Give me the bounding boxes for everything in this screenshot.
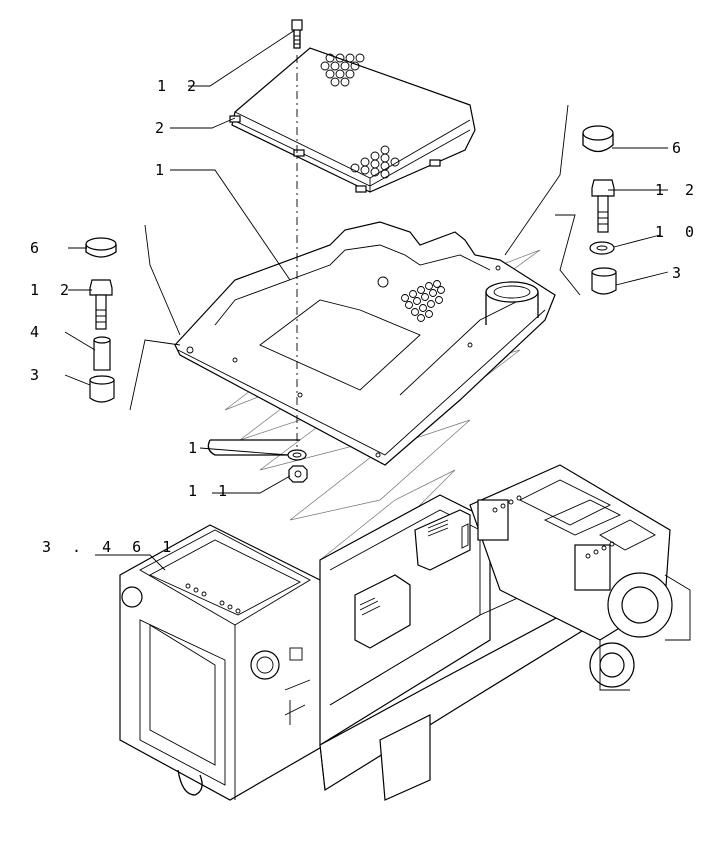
nut-center <box>288 465 308 483</box>
callout-bushing-right: 3 <box>672 264 687 282</box>
callout-cap-bolt-top: 1 2 <box>157 77 202 95</box>
leader-lines <box>64 29 669 571</box>
perforation-pattern-bottom <box>350 145 400 179</box>
callout-washer-right: 1 0 <box>655 223 700 241</box>
perforation-pattern-top <box>320 53 365 87</box>
cover-plate <box>229 47 476 193</box>
callout-bolt-left: 1 2 <box>30 281 75 299</box>
bushing-right <box>591 267 617 295</box>
bolt-right <box>591 179 615 233</box>
callout-nut-center: 1 1 <box>188 482 233 500</box>
callout-labels: 1 2 2 1 6 1 2 4 3 1 1 1 3 . 4 6 1 6 1 2 … <box>30 77 700 556</box>
bushing-left <box>89 375 115 403</box>
callout-bolt-right: 1 2 <box>655 181 700 199</box>
washer-center <box>287 449 307 461</box>
floor-plate <box>174 221 556 466</box>
plug-right <box>582 125 614 153</box>
callout-spacer-left: 4 <box>30 323 45 341</box>
spacer-left <box>93 336 111 371</box>
main-frame <box>119 464 691 801</box>
cap-bolt-top <box>291 19 303 49</box>
callout-floor-plate: 1 <box>155 161 170 179</box>
callout-bushing-left: 3 <box>30 366 45 384</box>
callout-washer-center: 1 <box>188 439 203 457</box>
guide-lines <box>129 104 581 411</box>
callout-frame-ref: 3 . 4 6 1 <box>42 538 177 556</box>
plug-left <box>85 237 117 258</box>
callout-plug-left: 6 <box>30 239 45 257</box>
washer-right <box>589 241 615 255</box>
bolt-left <box>89 279 113 330</box>
floor-perforation <box>401 280 445 322</box>
callout-plug-right: 6 <box>672 139 687 157</box>
callout-cover-plate: 2 <box>155 119 170 137</box>
